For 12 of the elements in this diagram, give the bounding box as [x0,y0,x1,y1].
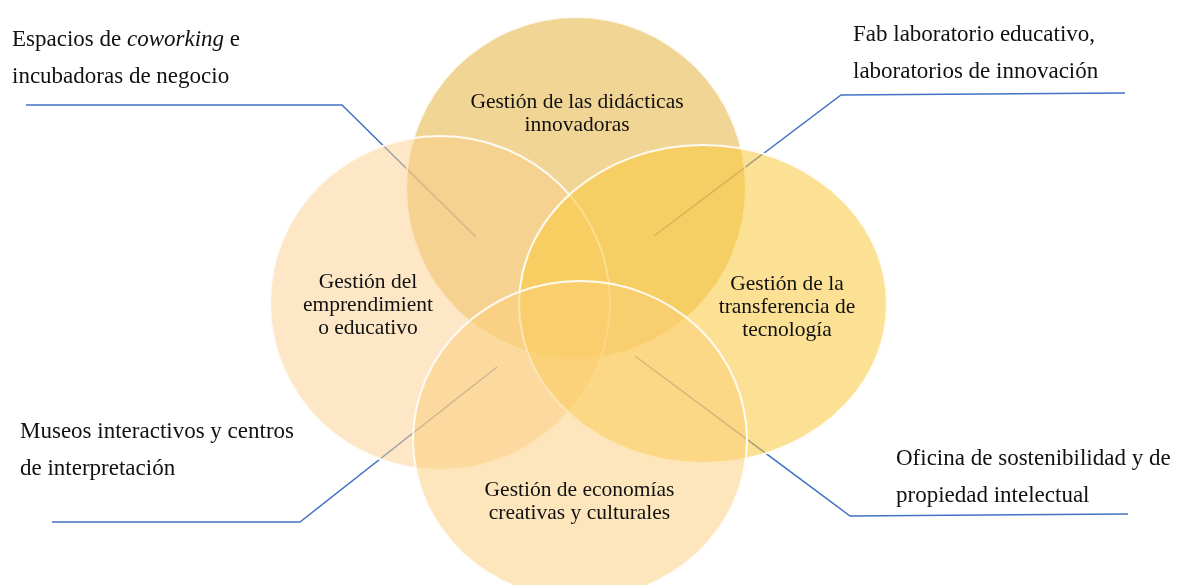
circle-label: Gestión de economías creativas y culturales [483,478,676,524]
leader-line [51,366,498,523]
callout-text: Espacios de coworking e incubadoras de negocio [12,20,287,94]
callout-text: Museos interactivos y centros de interpretación [20,412,305,486]
circle-label: Gestión del emprendimient o educativo [301,270,435,339]
leader-line [25,104,477,238]
callout-text: Fab laboratorio educativo, laboratorios de innovación [853,15,1153,89]
circle-label: Gestión de las didácticas innovadoras [469,90,685,136]
leader-line [653,92,1126,237]
leader-line [634,355,1129,517]
callout-text: Oficina de sostenibilidad y de propiedad intelectual [896,439,1201,513]
circle-label: Gestión de la transferencia de tecnología [717,272,857,341]
